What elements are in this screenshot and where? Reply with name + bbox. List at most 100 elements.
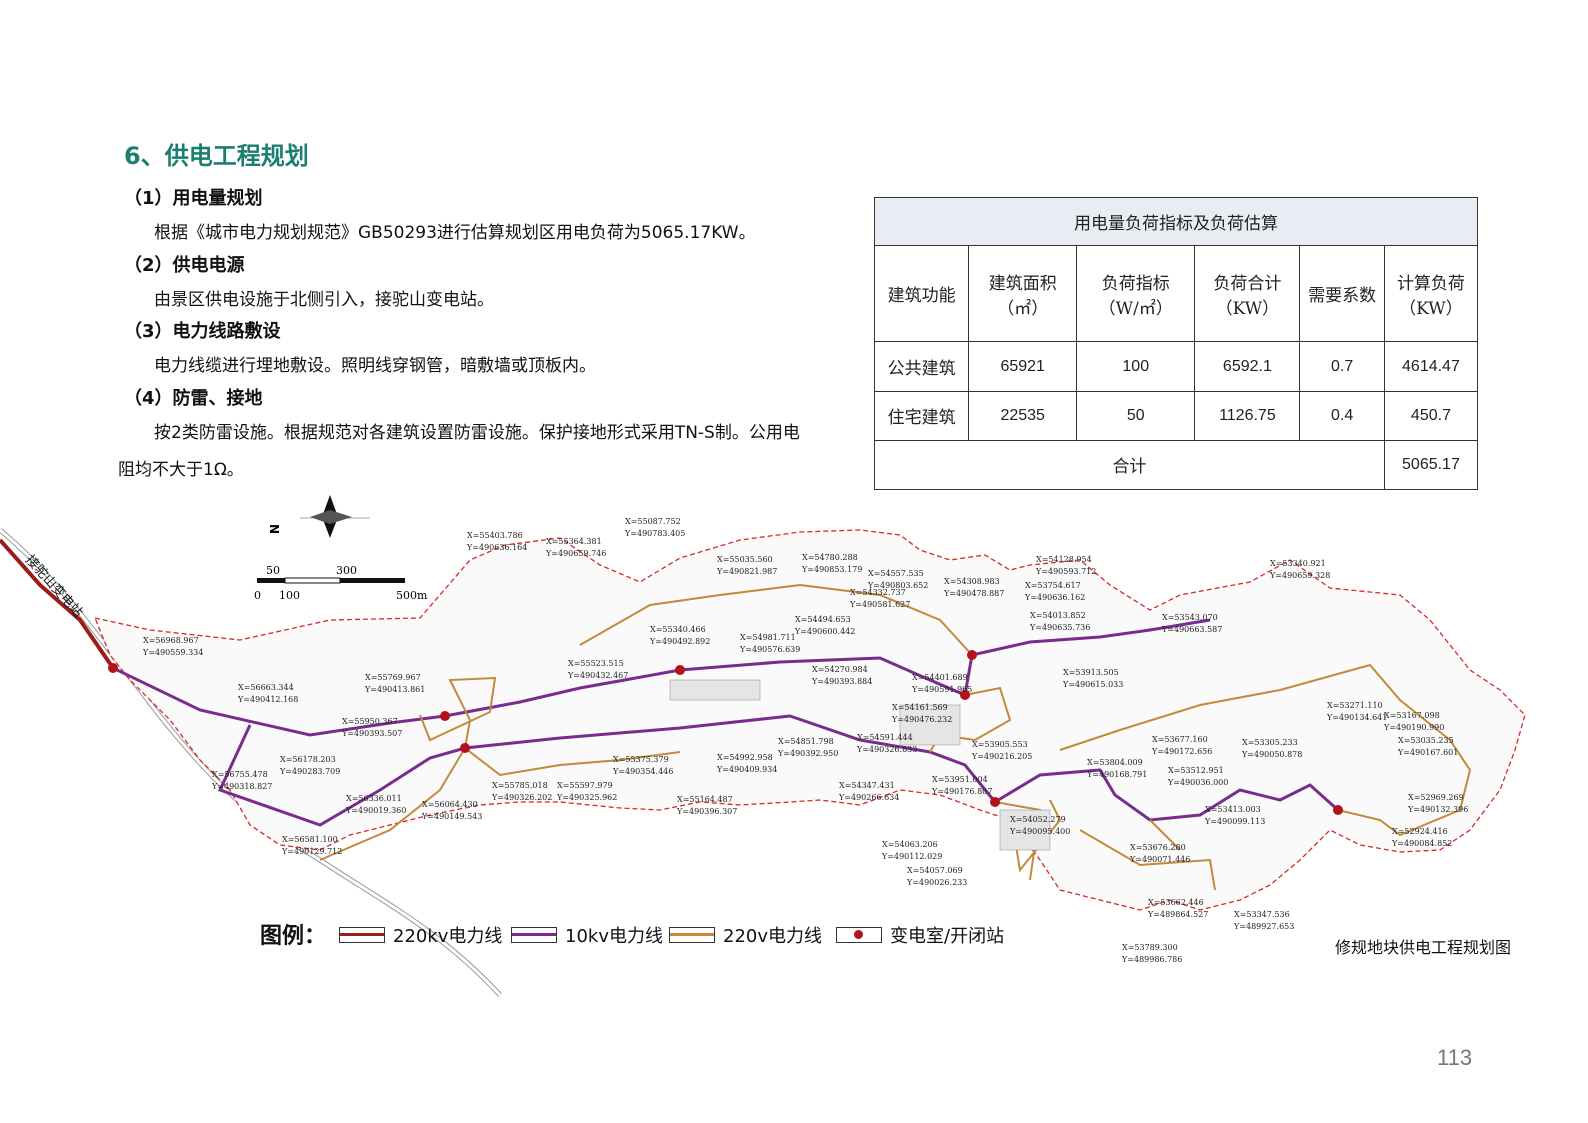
line-10kv	[994, 768, 1339, 822]
coordinate-label: Y=489864.527	[1147, 910, 1208, 919]
legend-label: 220kv电力线	[393, 926, 503, 947]
coordinate-label: X=56581.100	[282, 835, 338, 844]
coordinate-label: Y=490409.934	[716, 765, 777, 774]
legend-swatch	[669, 927, 715, 943]
coordinate-label: X=54063.206	[882, 840, 938, 849]
coordinate-label: X=53413.003	[1205, 805, 1261, 814]
coordinate-label: X=54128.954	[1036, 555, 1092, 564]
coordinate-label: X=55785.018	[492, 781, 548, 790]
coordinate-label: X=56755.478	[212, 770, 268, 779]
header-line: 建筑功能	[887, 286, 956, 307]
substation-marker	[440, 711, 450, 721]
coordinate-label: Y=489986.786	[1121, 955, 1182, 964]
substation-marker	[675, 665, 685, 675]
coordinate-label: X=54057.069	[907, 866, 963, 875]
coordinate-label: Y=490266.634	[838, 793, 899, 802]
coordinate-label: X=55364.381	[546, 537, 602, 546]
table-total-row: 合计 5065.17	[874, 439, 1479, 491]
coordinate-label: X=55597.979	[557, 781, 613, 790]
coordinate-label: Y=490581.627	[849, 600, 910, 609]
coordinate-label: X=55340.466	[650, 625, 706, 634]
line-10kv	[963, 618, 1211, 696]
table-header-cell: 建筑面积（㎡）	[968, 245, 1078, 343]
scale-label: 500m	[396, 589, 428, 602]
coordinate-label: X=53677.160	[1152, 735, 1208, 744]
coordinate-label: X=56968.967	[143, 636, 199, 645]
substation-marker	[460, 743, 470, 753]
substation-marker	[960, 690, 970, 700]
line-220v	[464, 747, 681, 777]
coordinate-label: Y=490129.712	[281, 847, 342, 856]
coordinate-label: Y=490803.652	[867, 581, 928, 590]
legend-item-220v: 220v电力线	[669, 922, 822, 948]
coordinate-label: Y=490663.587	[1161, 625, 1222, 634]
coordinate-label: X=55087.752	[625, 517, 681, 526]
coordinate-label: Y=490354.446	[612, 767, 673, 776]
north-label: N	[267, 524, 281, 534]
station-label: 接驼山变电站	[22, 552, 86, 621]
coordinate-label: Y=490636.164	[466, 543, 527, 552]
coordinate-label: Y=490659.328	[1269, 571, 1330, 580]
heading-power-source: （2）供电电源	[124, 255, 245, 276]
map-caption: 修规地块供电工程规划图	[1335, 938, 1512, 957]
coordinate-label: X=53676.280	[1130, 843, 1186, 852]
coordinate-label: Y=490095.400	[1009, 827, 1070, 836]
coordinate-label: X=54780.288	[802, 553, 858, 562]
coordinate-label: Y=490492.892	[649, 637, 710, 646]
coordinate-label: Y=490412.168	[237, 695, 298, 704]
line-220v	[1059, 663, 1472, 837]
coordinate-label: Y=490149.543	[421, 812, 482, 821]
table-cell: 4614.47	[1383, 341, 1479, 392]
header-line: （KW）	[1399, 298, 1463, 319]
page-number: 113	[1437, 1045, 1473, 1070]
legend-swatch	[836, 927, 882, 943]
coordinate-label: X=55164.487	[677, 795, 733, 804]
coordinate-label: Y=490172.656	[1151, 747, 1212, 756]
header-line: 建筑面积	[988, 273, 1057, 294]
coordinate-label: X=56178.203	[280, 755, 336, 764]
coordinate-label: X=55375.379	[613, 755, 669, 764]
coordinate-label: X=56064.430	[422, 800, 478, 809]
coordinate-label: Y=490476.232	[891, 715, 952, 724]
table-cell: 住宅建筑	[873, 390, 970, 441]
coordinate-label: Y=490026.233	[906, 878, 967, 887]
coordinate-label: X=53035.235	[1398, 736, 1454, 745]
scale-label: 300	[336, 564, 357, 577]
coordinate-label: Y=490132.396	[1407, 805, 1468, 814]
coordinate-label: Y=490325.962	[556, 793, 617, 802]
coordinate-label: Y=490393.884	[811, 677, 872, 686]
legend-swatch	[511, 927, 557, 943]
header-line: 负荷合计	[1213, 273, 1282, 294]
coordinate-label: Y=490099.113	[1204, 817, 1265, 826]
substation-markers	[108, 650, 1343, 815]
coordinate-label: Y=490478.887	[943, 589, 1004, 598]
coordinate-label: Y=490853.179	[801, 565, 862, 574]
coordinate-labels: X=56968.967Y=490559.334X=56663.344Y=4904…	[142, 517, 1468, 964]
text-line-laying: 电力线缆进行埋地敷设。照明线穿钢管，暗敷墙或顶板内。	[154, 356, 596, 376]
coordinate-label: Y=490615.033	[1062, 680, 1123, 689]
coordinate-label: X=55950.367	[342, 717, 398, 726]
coordinate-label: X=53951.004	[932, 775, 988, 784]
coordinate-label: X=52969.269	[1408, 793, 1464, 802]
coordinate-label: X=53662.446	[1148, 898, 1204, 907]
table-total-value: 5065.17	[1383, 439, 1479, 491]
header-line: 计算负荷	[1396, 273, 1465, 294]
coordinate-label: Y=490396.307	[676, 807, 737, 816]
coordinate-label: X=53167.098	[1384, 711, 1440, 720]
text-electricity-planning: 根据《城市电力规划规范》GB50293进行估算规划区用电负荷为5065.17KW…	[154, 223, 756, 243]
heading-electricity-planning: （1）用电量规划	[124, 188, 263, 209]
scale-label: 50	[266, 564, 280, 577]
legend-label: 变电室/开闭站	[890, 926, 1005, 947]
coordinate-label: X=56663.344	[238, 683, 294, 692]
substation-marker	[1333, 805, 1343, 815]
coordinate-label: X=55523.515	[568, 659, 624, 668]
coordinate-label: Y=490413.861	[364, 685, 425, 694]
building-cluster	[669, 679, 761, 701]
coordinate-label: X=54557.535	[868, 569, 924, 578]
line-220kv	[0, 538, 115, 670]
coordinate-label: Y=490112.029	[881, 852, 942, 861]
table-header-cell: 负荷指标（W/㎡）	[1076, 245, 1196, 343]
table-header-cell: 建筑功能	[873, 245, 970, 343]
coordinate-label: X=54401.689	[912, 673, 968, 682]
coordinate-label: Y=490326.202	[491, 793, 552, 802]
